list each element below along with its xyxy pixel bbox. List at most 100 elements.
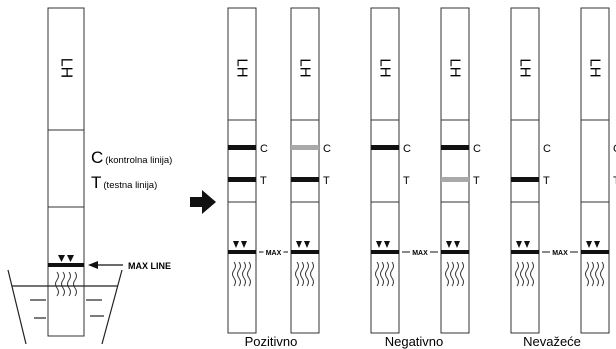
- control-line: [371, 145, 399, 150]
- wave-icon: [232, 261, 251, 287]
- test-line: [291, 177, 319, 182]
- cup-outline: [7, 269, 123, 345]
- wave-icon: [585, 261, 604, 287]
- strip-max-line: [441, 250, 469, 254]
- wave-path: [295, 261, 299, 287]
- strip-t-label: T: [403, 175, 410, 187]
- strip-brand: LH: [234, 58, 251, 77]
- test-line: [441, 177, 469, 182]
- wave-path: [520, 261, 524, 287]
- t-letter: T: [91, 173, 101, 192]
- strip-t-label: T: [473, 175, 480, 187]
- wave-path: [300, 261, 304, 287]
- wave-path: [247, 261, 251, 287]
- result-strip-3: LH C T: [370, 7, 411, 334]
- sample-arrow-icon: [304, 241, 310, 248]
- strip-t-label: T: [260, 175, 267, 187]
- sample-arrow-icon: [376, 241, 382, 248]
- c-note: (kontrolna linija): [105, 155, 172, 166]
- wave-path: [310, 261, 314, 287]
- sample-cup: [7, 269, 123, 345]
- strip-body: [290, 7, 320, 334]
- svg-text:C(kontrolna linija): C(kontrolna linija): [91, 148, 172, 167]
- strip-max-line: [291, 250, 319, 254]
- strip-brand: LH: [517, 58, 534, 77]
- max-label-3: MAX: [542, 250, 578, 257]
- big-wave-icon: [55, 271, 77, 297]
- sample-arrow-icon: [446, 241, 452, 248]
- result-strip-6: LH C T: [580, 7, 616, 334]
- wave-path: [380, 261, 384, 287]
- strip-t-label: T: [613, 175, 616, 187]
- strip-body: [227, 7, 257, 334]
- wave-path: [385, 261, 389, 287]
- control-line: [228, 145, 256, 150]
- wave-path: [595, 261, 599, 287]
- max-label: MAX: [412, 250, 428, 257]
- sample-arrow-icon: [516, 241, 522, 248]
- wave-path: [460, 261, 464, 287]
- sample-arrow-icon: [296, 241, 302, 248]
- big-strip-body: [47, 7, 85, 337]
- big-max-line: [48, 263, 84, 267]
- strip-max-line: [228, 250, 256, 254]
- test-line: [228, 177, 256, 182]
- strip-c-label: C: [613, 143, 616, 155]
- strip-max-line: [371, 250, 399, 254]
- big-strip-t-label: T(testna linija): [91, 173, 157, 192]
- result-strips: LHCTLHCTLHCTLHCTLHCTLHCTMAXMAXMAX: [227, 7, 616, 334]
- wave-path: [237, 261, 241, 287]
- wave-path: [445, 261, 449, 287]
- c-letter: C: [91, 148, 103, 167]
- big-strip-c-label: C(kontrolna linija): [91, 148, 172, 167]
- strip-body: [370, 7, 400, 334]
- control-line: [441, 145, 469, 150]
- wave-path: [525, 261, 529, 287]
- strip-c-label: C: [543, 143, 551, 155]
- wave-path: [390, 261, 394, 287]
- caption-invalid: Nevažeće: [523, 334, 581, 349]
- strip-c-label: C: [473, 143, 481, 155]
- big-test-strip: LH: [47, 7, 85, 337]
- sample-arrow-icon: [524, 241, 530, 248]
- strip-brand: LH: [447, 58, 464, 77]
- wave-path: [590, 261, 594, 287]
- wave-path: [585, 261, 589, 287]
- wave-path: [305, 261, 309, 287]
- max-line-pointer: MAX LINE: [88, 261, 171, 271]
- max-label: MAX: [266, 250, 282, 257]
- svg-text:T(testna linija): T(testna linija): [91, 173, 157, 192]
- sample-arrow-icon: [586, 241, 592, 248]
- left-arrow-icon: [88, 261, 98, 269]
- max-label: MAX: [552, 250, 568, 257]
- strip-brand: LH: [377, 58, 394, 77]
- max-line-label: MAX LINE: [128, 261, 171, 271]
- big-sample-arrow-icon: [67, 255, 74, 262]
- sample-arrow-icon: [241, 241, 247, 248]
- wave-path: [450, 261, 454, 287]
- big-strip-brand: LH: [58, 58, 75, 78]
- result-strip-4: LH C T: [440, 7, 481, 334]
- caption-negative: Negativno: [385, 334, 444, 349]
- strip-body: [510, 7, 540, 334]
- strip-t-label: T: [543, 175, 550, 187]
- strip-body: [440, 7, 470, 334]
- wave-icon: [445, 261, 464, 287]
- sample-arrow-icon: [384, 241, 390, 248]
- sample-arrow-icon: [454, 241, 460, 248]
- wave-path: [600, 261, 604, 287]
- wave-path: [530, 261, 534, 287]
- strip-max-line: [511, 250, 539, 254]
- strip-c-label: C: [403, 143, 411, 155]
- sample-arrow-icon: [594, 241, 600, 248]
- right-arrow-icon: [190, 190, 216, 214]
- sample-arrow-icon: [233, 241, 239, 248]
- wave-icon: [515, 261, 534, 287]
- strip-brand: LH: [587, 58, 604, 77]
- strip-t-label: T: [323, 175, 330, 187]
- wave-path: [232, 261, 236, 287]
- caption-positive: Pozitivno: [245, 334, 298, 349]
